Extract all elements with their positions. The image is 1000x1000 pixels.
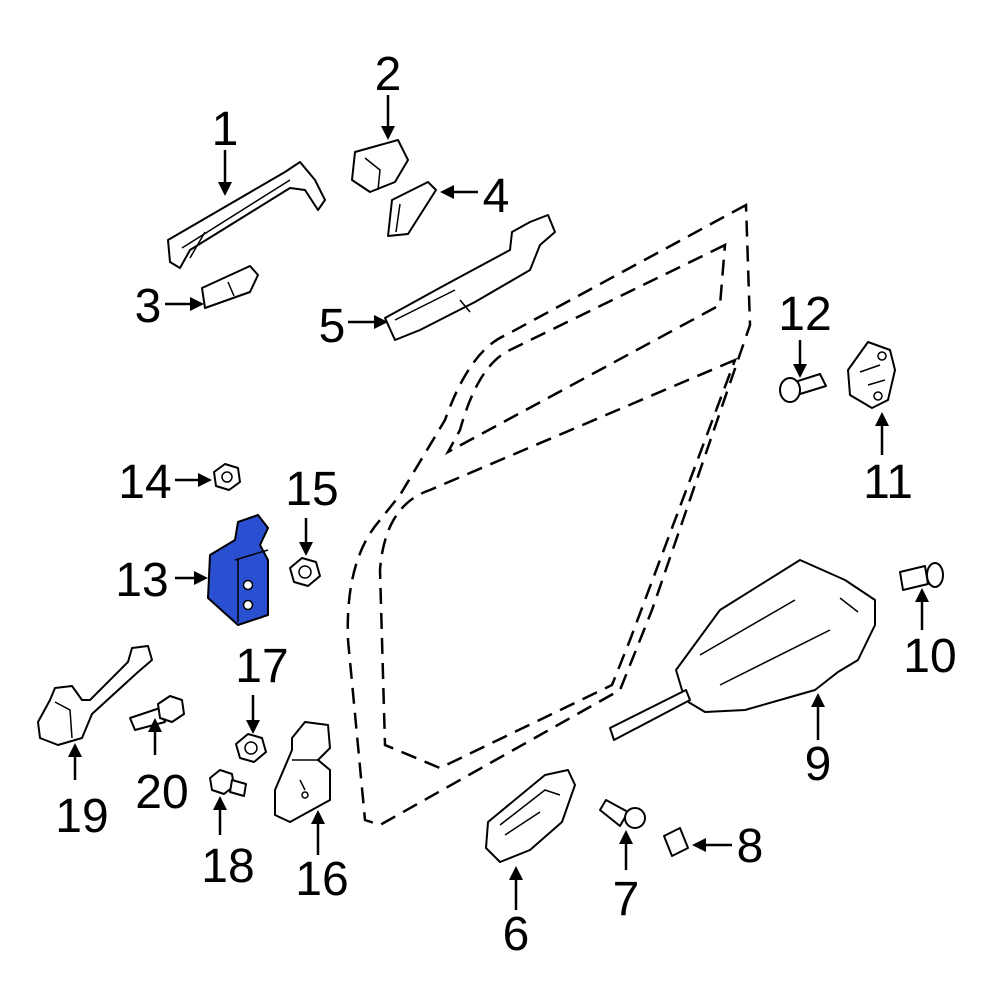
hinge-13-part: [207, 514, 269, 626]
striker-part: [847, 341, 896, 409]
nut-15-part: [289, 557, 321, 587]
callout-17: 17: [235, 640, 288, 693]
callout-11: 11: [863, 456, 913, 509]
bolt-12-part: [779, 373, 827, 403]
bolt-10-part: [899, 562, 944, 591]
callout-8: 8: [737, 820, 764, 873]
handle-bracket-part: [384, 214, 556, 341]
callout-1: 1: [212, 103, 239, 156]
callout-7: 7: [613, 873, 640, 926]
door-outline: [346, 202, 752, 827]
callout-15: 15: [285, 463, 338, 516]
callout-6: 6: [503, 908, 530, 961]
door-check-part: [37, 645, 153, 746]
callout-10: 10: [903, 630, 956, 683]
callout-16: 16: [295, 853, 348, 906]
callout-9: 9: [805, 738, 832, 791]
callout-18: 18: [201, 840, 254, 893]
callout-13: 13: [115, 554, 168, 607]
lock-actuator-part: [609, 559, 876, 741]
nut-17-part: [235, 733, 267, 763]
callout-12: 12: [778, 288, 831, 341]
nut-14-part: [213, 463, 241, 491]
bolt-20-part: [129, 695, 185, 731]
handle-gasket-part: [387, 181, 437, 237]
screw-part: [599, 799, 646, 829]
callout-20: 20: [135, 766, 188, 819]
hinge-16-part: [274, 721, 331, 823]
callout-arrows: [68, 95, 929, 910]
callout-14: 14: [118, 456, 171, 509]
callout-2: 2: [375, 48, 402, 101]
callout-4: 4: [483, 170, 510, 223]
outside-handle-part: [167, 161, 326, 269]
callout-19: 19: [55, 790, 108, 843]
bolt-18-part: [209, 769, 247, 797]
callout-labels: 1 2 3 4 5 6 7 8 9 10 11 12 13 14 15 16 1…: [55, 48, 956, 961]
handle-cap-part: [351, 139, 409, 193]
callout-5: 5: [319, 300, 346, 353]
inside-handle-part: [485, 769, 576, 863]
callout-3: 3: [135, 280, 162, 333]
pad-part: [663, 827, 689, 857]
handle-cover-part: [201, 265, 259, 309]
